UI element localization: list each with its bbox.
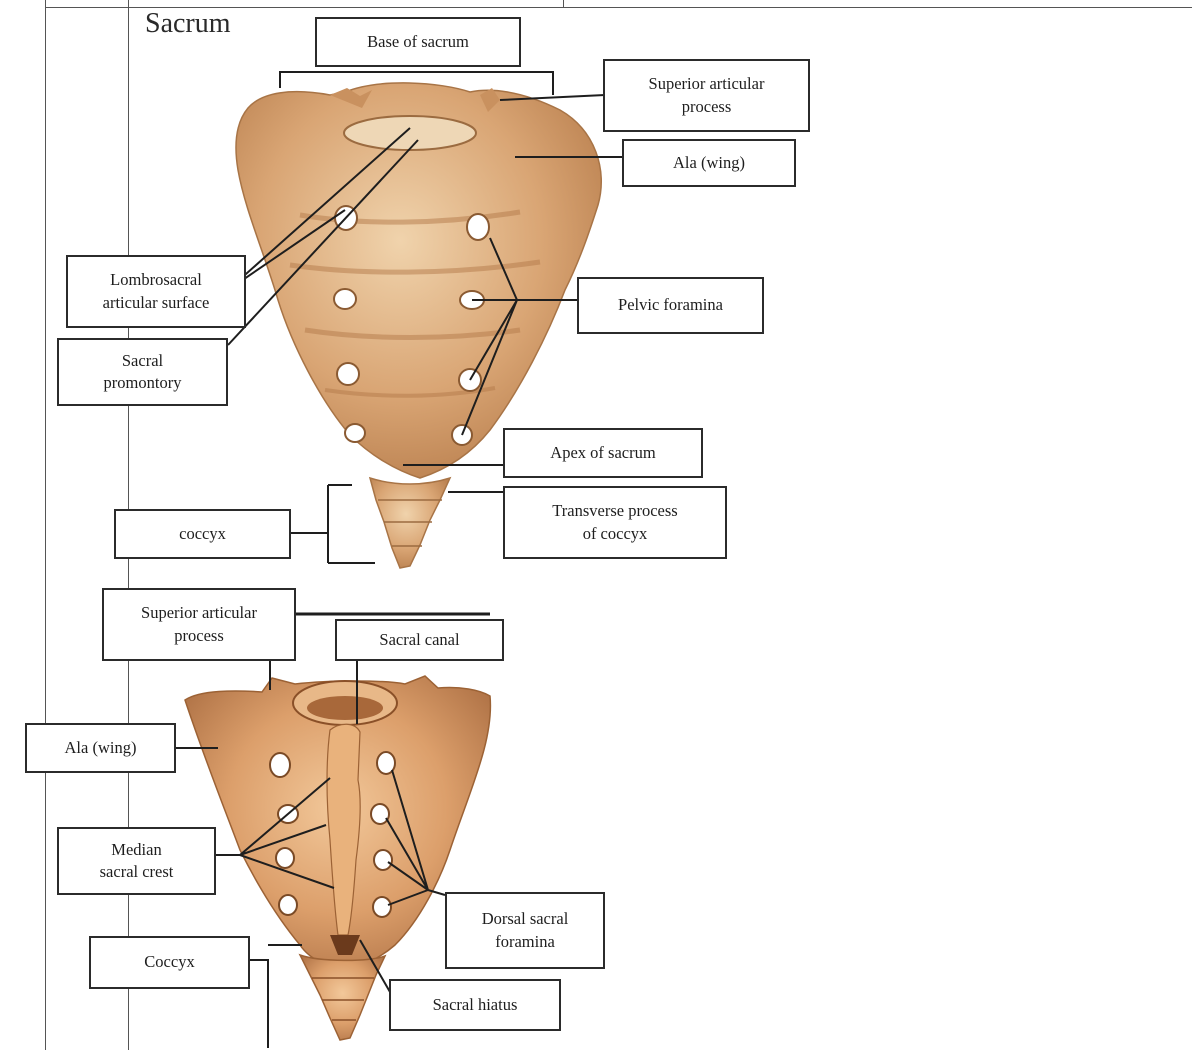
coccyx-anterior — [370, 478, 450, 568]
label-ala-anterior: Ala (wing) — [622, 139, 796, 187]
label-coccyx-anterior: coccyx — [114, 509, 291, 559]
label-lumbosacral-articular-surface: Lombrosacral articular surface — [66, 255, 246, 328]
label-dorsal-sacral-foramina: Dorsal sacral foramina — [445, 892, 605, 969]
base-of-sacrum-surface — [344, 116, 476, 150]
label-sacral-hiatus: Sacral hiatus — [389, 979, 561, 1031]
label-sacral-promontory: Sacral promontory — [57, 338, 228, 406]
label-superior-articular-process-posterior: Superior articular process — [102, 588, 296, 661]
label-coccyx-posterior: Coccyx — [89, 936, 250, 989]
label-pelvic-foramina: Pelvic foramina — [577, 277, 764, 334]
label-base-of-sacrum: Base of sacrum — [315, 17, 521, 67]
label-sacral-canal: Sacral canal — [335, 619, 504, 661]
label-median-sacral-crest: Median sacral crest — [57, 827, 216, 895]
label-ala-posterior: Ala (wing) — [25, 723, 176, 773]
label-superior-articular-process-anterior: Superior articular process — [603, 59, 810, 132]
label-apex-of-sacrum: Apex of sacrum — [503, 428, 703, 478]
coccyx-posterior — [300, 955, 385, 1040]
label-transverse-process-of-coccyx: Transverse process of coccyx — [503, 486, 727, 559]
